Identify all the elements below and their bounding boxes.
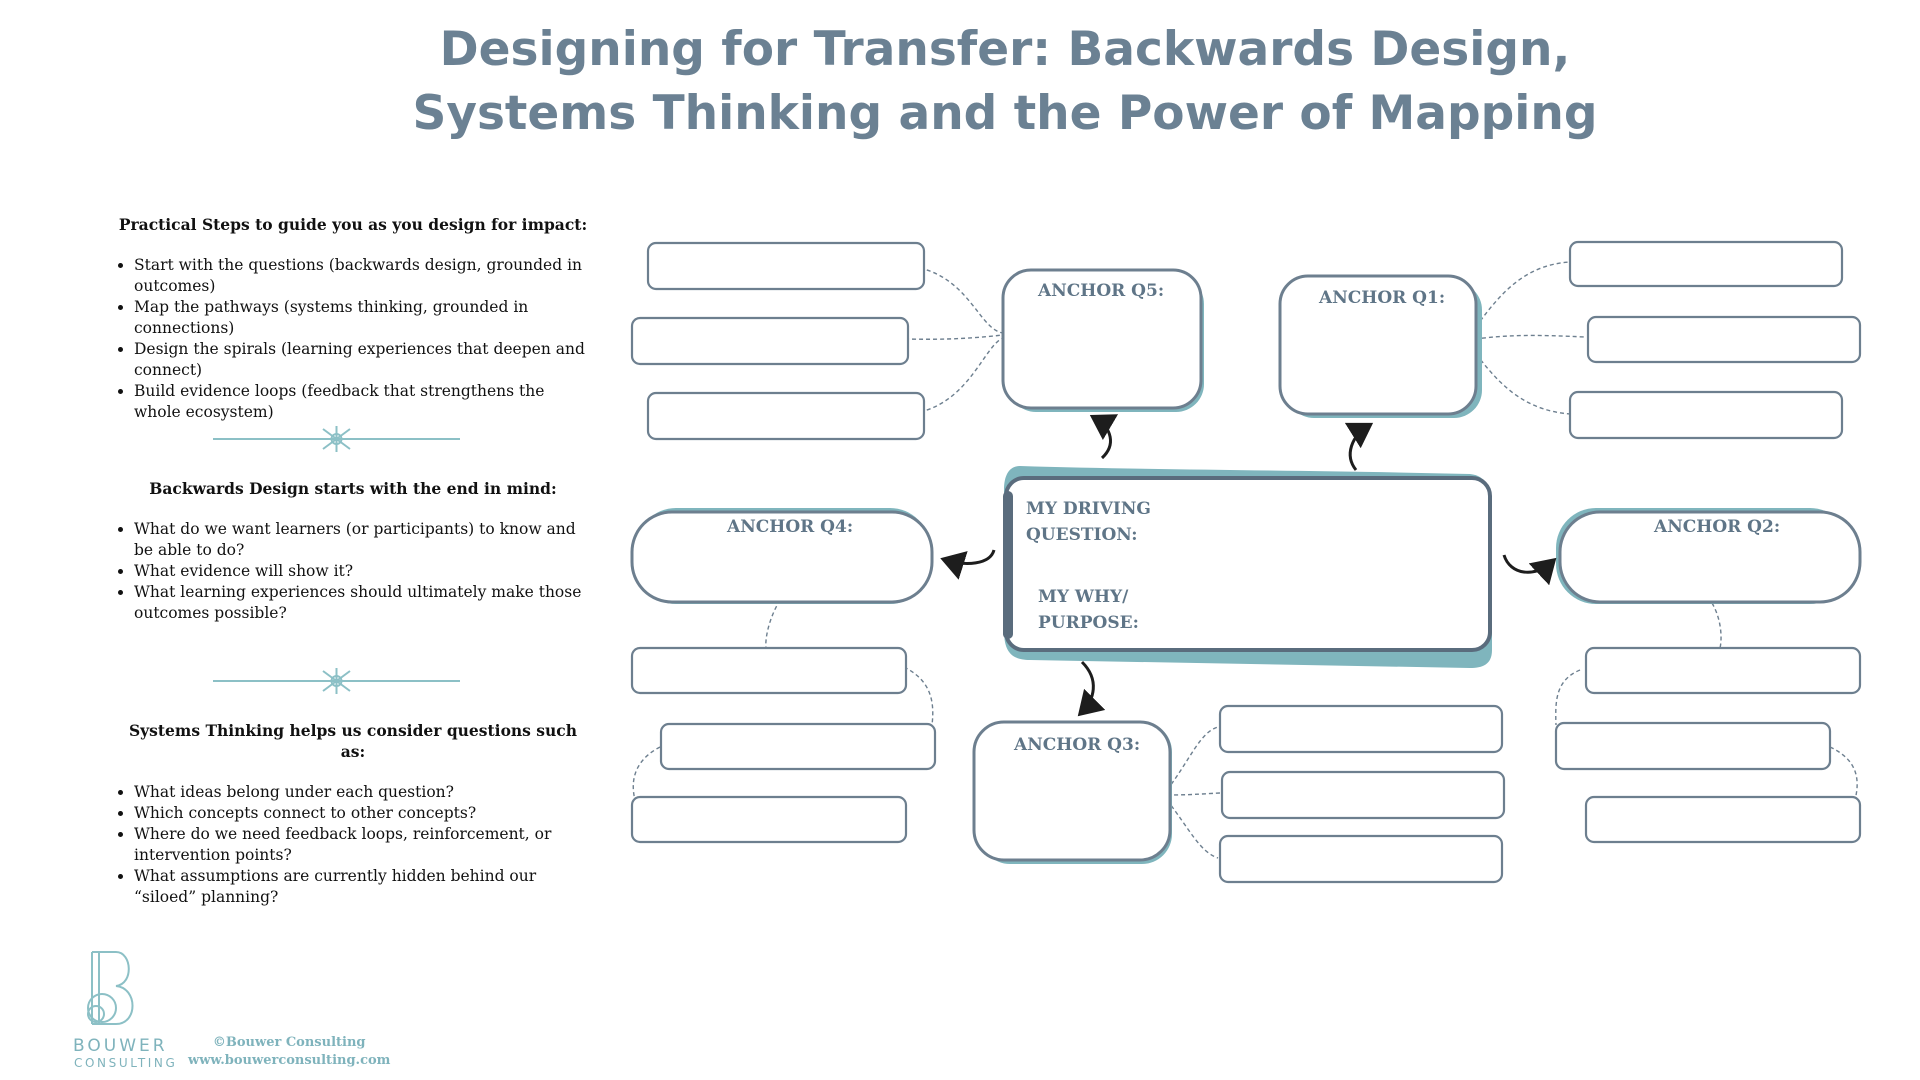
driving-question-label: MY DRIVING QUESTION: <box>1026 499 1151 545</box>
list-item: Which concepts connect to other concepts… <box>134 803 588 824</box>
idea-box <box>630 646 908 695</box>
copyright-block: ©Bouwer Consulting www.bouwerconsulting.… <box>188 1034 390 1070</box>
anchor-q1-box <box>1278 274 1482 418</box>
anchor-q1-label: ANCHOR Q1: <box>1319 288 1446 308</box>
why-purpose-label: MY WHY/ PURPOSE: <box>1038 587 1139 633</box>
list-item: Start with the questions (backwards desi… <box>134 255 588 297</box>
flow-arrows <box>940 414 1557 717</box>
list-item: Build evidence loops (feedback that stre… <box>134 381 588 423</box>
idea-box <box>1568 240 1844 288</box>
idea-box <box>1220 770 1506 820</box>
brand-logo <box>87 951 134 1025</box>
practical-steps-section: Practical Steps to guide you as you desi… <box>118 214 588 423</box>
anchor-q3-box <box>972 720 1172 864</box>
list-item: What assumptions are currently hidden be… <box>134 866 588 908</box>
list-item: Map the pathways (systems thinking, grou… <box>134 297 588 339</box>
section-heading: Systems Thinking helps us consider quest… <box>128 721 578 761</box>
list-item: What ideas belong under each question? <box>134 782 588 803</box>
idea-box <box>646 391 926 441</box>
idea-box <box>1218 834 1504 884</box>
backwards-design-section: Backwards Design starts with the end in … <box>118 478 588 624</box>
anchor-q2-label: ANCHOR Q2: <box>1654 517 1781 537</box>
page-title: Designing for Transfer: Backwards Design… <box>0 18 1920 146</box>
anchor-q4-label: ANCHOR Q4: <box>727 517 854 537</box>
anchor-q5-label: ANCHOR Q5: <box>1038 281 1165 301</box>
idea-box <box>659 722 937 771</box>
list-item: Where do we need feedback loops, reinfor… <box>134 824 588 866</box>
anchor-q3-label: ANCHOR Q3: <box>1014 735 1141 755</box>
idea-box <box>630 795 908 844</box>
divider-ornament <box>213 668 460 694</box>
list-item: What learning experiences should ultimat… <box>134 582 588 624</box>
idea-box <box>1554 721 1832 771</box>
website-link[interactable]: www.bouwerconsulting.com <box>188 1053 391 1068</box>
idea-box <box>1584 795 1862 844</box>
arrow-to-q5 <box>1089 414 1119 460</box>
list-item: What do we want learners (or participant… <box>134 519 588 561</box>
arrow-to-q2 <box>1502 554 1557 586</box>
anchor-q4-box <box>630 508 934 604</box>
arrow-to-q4 <box>940 549 996 580</box>
driving-question-box <box>1003 466 1492 668</box>
idea-box <box>646 241 926 291</box>
brand-subtitle: CONSULTING <box>74 1056 178 1070</box>
idea-box <box>630 316 910 366</box>
anchor-q5-box <box>1001 268 1204 412</box>
anchor-q2-box <box>1556 508 1862 604</box>
brand-name: BOUWER <box>73 1036 168 1056</box>
idea-box <box>1586 315 1862 364</box>
title-line-2: Systems Thinking and the Power of Mappin… <box>412 86 1598 141</box>
idea-box <box>1218 704 1504 754</box>
idea-box <box>1568 390 1844 440</box>
list-item: What evidence will show it? <box>134 561 588 582</box>
section-heading: Practical Steps to guide you as you desi… <box>118 215 588 234</box>
arrow-to-q3 <box>1077 660 1106 717</box>
idea-boxes <box>630 240 1862 884</box>
list-item: Design the spirals (learning experiences… <box>134 339 588 381</box>
arrow-to-q1 <box>1344 422 1374 471</box>
divider-ornament <box>213 426 460 452</box>
title-line-1: Designing for Transfer: Backwards Design… <box>439 22 1571 77</box>
section-heading: Backwards Design starts with the end in … <box>149 479 557 498</box>
systems-thinking-section: Systems Thinking helps us consider quest… <box>118 720 588 908</box>
copyright-text: ©Bouwer Consulting <box>212 1035 366 1050</box>
idea-box <box>1584 646 1862 695</box>
